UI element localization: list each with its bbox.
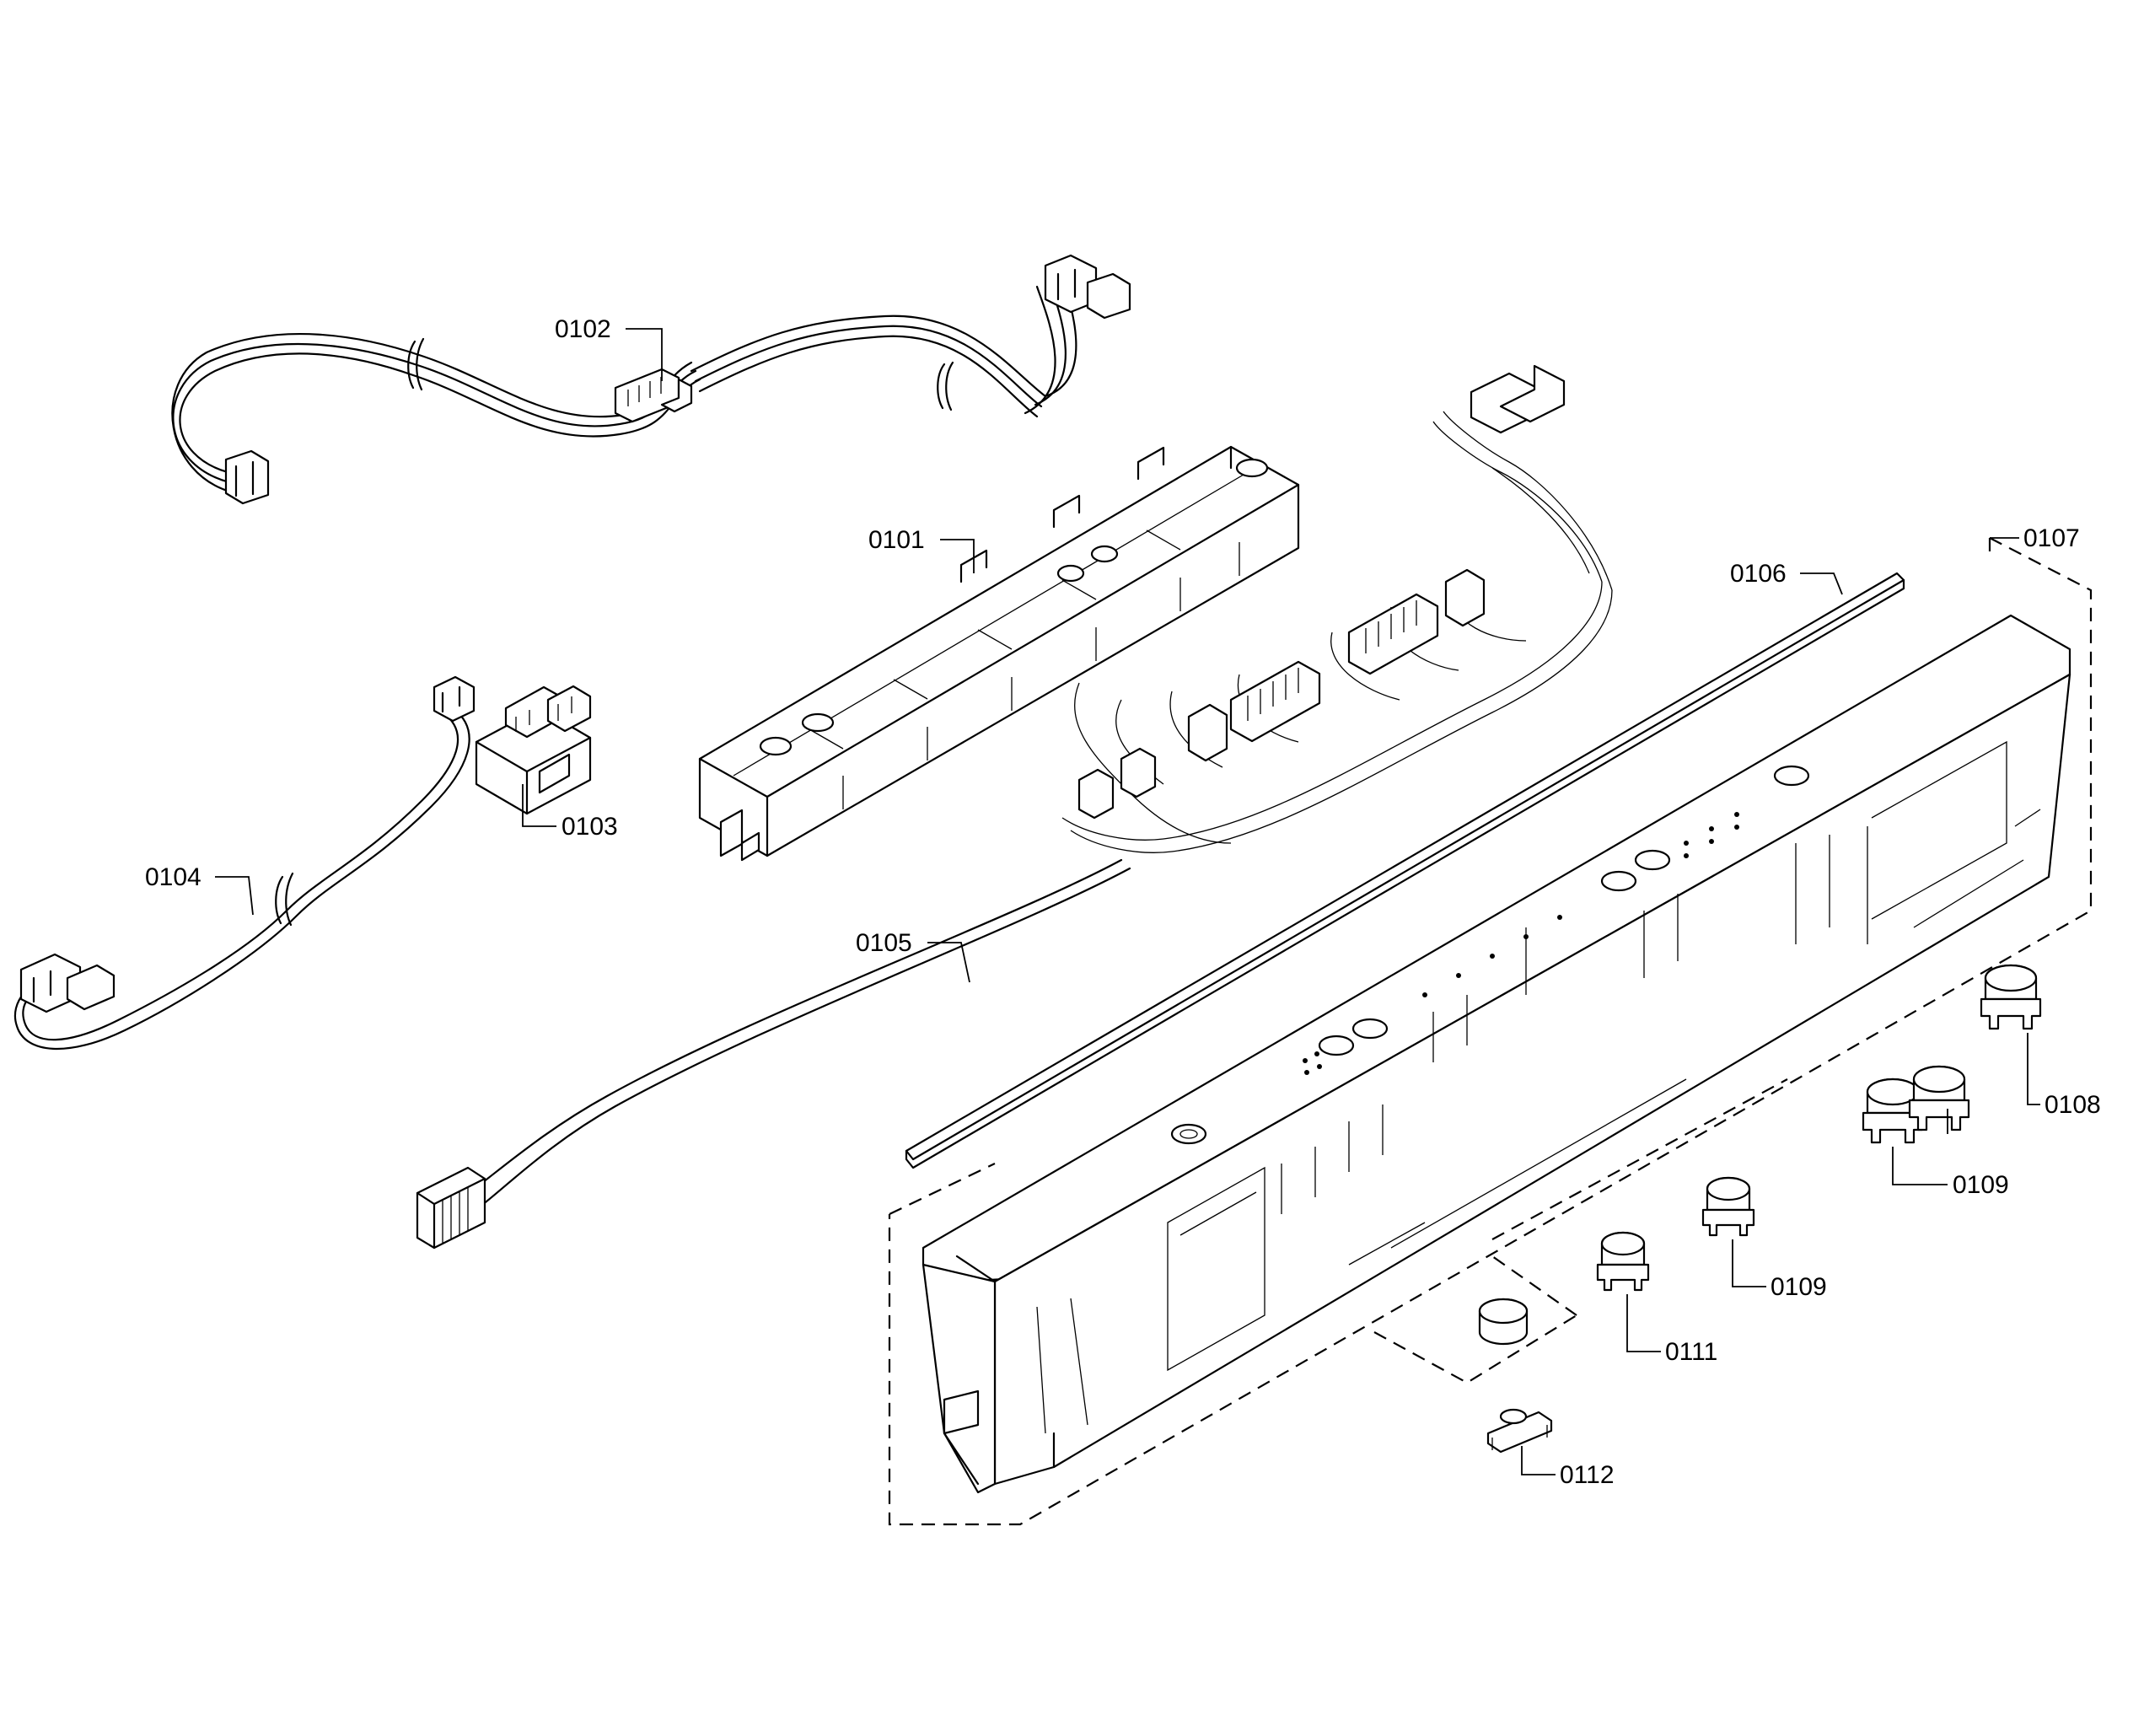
part-0111-cap[interactable] xyxy=(1478,1298,1529,1346)
part-0109-button[interactable] xyxy=(1701,1176,1755,1237)
callout-0111: 0111 xyxy=(1665,1338,1717,1366)
callout-0104: 0104 xyxy=(145,863,202,891)
part-0112-holder[interactable] xyxy=(1486,1408,1553,1454)
part-0101-control-module[interactable] xyxy=(698,445,1300,862)
part-0105-main-harness[interactable] xyxy=(416,364,1613,1250)
part-0106-seal-strip[interactable] xyxy=(905,572,1905,1169)
part-0111-button[interactable] xyxy=(1596,1231,1650,1292)
part-0103-switch-block[interactable] xyxy=(475,685,592,815)
callout-0108: 0108 xyxy=(2045,1091,2101,1119)
callout-0106: 0106 xyxy=(1730,560,1787,588)
callout-0103: 0103 xyxy=(562,813,618,841)
callout-0109-a: 0109 xyxy=(1953,1171,2009,1199)
leader-lines xyxy=(215,328,2040,1475)
callout-0107: 0107 xyxy=(2023,524,2080,552)
callout-0112: 0112 xyxy=(1560,1461,1615,1489)
callout-0102: 0102 xyxy=(555,315,611,343)
part-0104-wire-harness[interactable] xyxy=(13,675,476,1051)
callout-0105: 0105 xyxy=(856,929,912,957)
callout-0109-b: 0109 xyxy=(1771,1273,1827,1301)
part-0102-wire-harness[interactable] xyxy=(171,254,1131,505)
part-0107-control-panel[interactable] xyxy=(888,537,2093,1526)
callout-0101: 0101 xyxy=(868,526,925,554)
part-0108-button[interactable] xyxy=(1980,964,2042,1030)
part-0109-button-pair[interactable] xyxy=(1862,1065,1970,1144)
callout-labels: 0102 0101 0103 0104 0105 0106 0107 0108 … xyxy=(145,315,2101,1489)
